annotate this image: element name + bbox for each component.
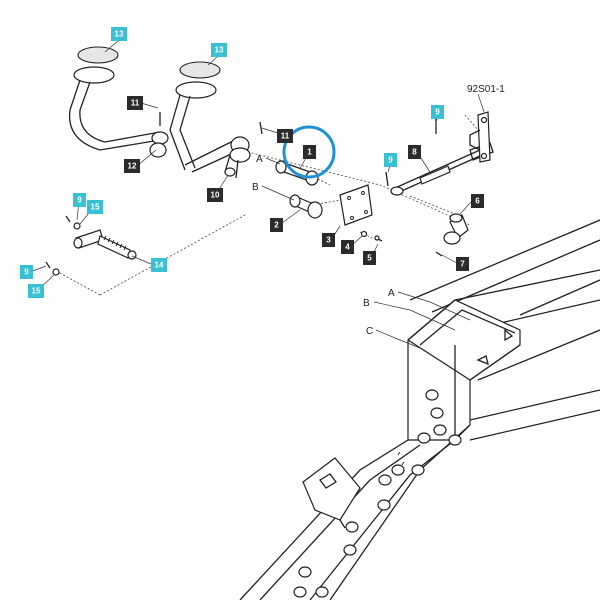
callout-10[interactable]: 10 xyxy=(207,188,223,202)
svg-text:13: 13 xyxy=(115,30,124,39)
callout-9-left-upper[interactable]: 9 xyxy=(73,193,86,207)
frame-ref-b: B xyxy=(363,298,370,309)
callout-5[interactable]: 5 xyxy=(363,251,376,265)
pin-ref-a: A xyxy=(256,154,263,165)
svg-text:9: 9 xyxy=(24,268,29,277)
svg-text:5: 5 xyxy=(367,254,372,263)
callout-4[interactable]: 4 xyxy=(341,240,354,254)
svg-text:1: 1 xyxy=(307,148,312,157)
svg-text:14: 14 xyxy=(155,261,164,270)
svg-text:11: 11 xyxy=(281,132,290,141)
svg-text:12: 12 xyxy=(128,162,137,171)
svg-text:3: 3 xyxy=(326,236,331,245)
callout-11-right[interactable]: 11 xyxy=(277,129,293,143)
callout-8[interactable]: 8 xyxy=(408,145,421,159)
chassis-frame xyxy=(239,219,600,600)
callout-11-left[interactable]: 11 xyxy=(127,96,143,110)
svg-text:13: 13 xyxy=(215,46,224,55)
pedal-pad-right xyxy=(179,61,221,79)
assembly-lines xyxy=(57,114,479,296)
svg-text:9: 9 xyxy=(435,108,440,117)
callout-12[interactable]: 12 xyxy=(124,159,140,173)
callout-15-lower[interactable]: 15 xyxy=(28,284,44,298)
highlight-circle xyxy=(282,125,336,179)
callout-7[interactable]: 7 xyxy=(456,257,469,271)
callout-6[interactable]: 6 xyxy=(471,194,484,208)
svg-text:15: 15 xyxy=(91,203,100,212)
frame-reference-leaders xyxy=(373,291,471,349)
callout-14[interactable]: 14 xyxy=(151,258,167,272)
callout-13-left[interactable]: 13 xyxy=(111,27,127,41)
callout-1[interactable]: 1 xyxy=(303,145,316,159)
frame-ref-c: C xyxy=(366,326,373,337)
callout-15-upper[interactable]: 15 xyxy=(87,200,103,214)
callout-layer: 13 13 11 11 1 12 10 2 3 4 5 6 7 8 9 9 9 … xyxy=(20,27,484,298)
svg-text:9: 9 xyxy=(388,156,393,165)
frame-ref-a: A xyxy=(388,288,395,299)
callout-13-right[interactable]: 13 xyxy=(211,43,227,57)
callout-2[interactable]: 2 xyxy=(270,218,283,232)
drawing-code: 92S01-1 xyxy=(467,84,505,95)
pins xyxy=(275,160,323,219)
linkage-rod xyxy=(385,111,494,257)
svg-text:7: 7 xyxy=(460,260,465,269)
pedal-pad-left xyxy=(77,46,119,64)
svg-text:9: 9 xyxy=(77,196,82,205)
pin-ref-b: B xyxy=(252,182,259,193)
brake-cylinder xyxy=(45,215,137,276)
svg-text:6: 6 xyxy=(475,197,480,206)
callout-3[interactable]: 3 xyxy=(322,233,335,247)
cover-plate xyxy=(339,184,383,242)
svg-text:10: 10 xyxy=(211,191,220,200)
svg-text:15: 15 xyxy=(32,287,41,296)
svg-text:8: 8 xyxy=(412,148,417,157)
svg-text:4: 4 xyxy=(345,243,350,252)
callout-9-left-lower[interactable]: 9 xyxy=(20,265,33,279)
svg-text:2: 2 xyxy=(274,221,279,230)
svg-text:11: 11 xyxy=(131,99,140,108)
callout-9-top-right[interactable]: 9 xyxy=(431,105,444,119)
pedal-assembly xyxy=(68,46,263,179)
callout-9-mid-right[interactable]: 9 xyxy=(384,153,397,167)
